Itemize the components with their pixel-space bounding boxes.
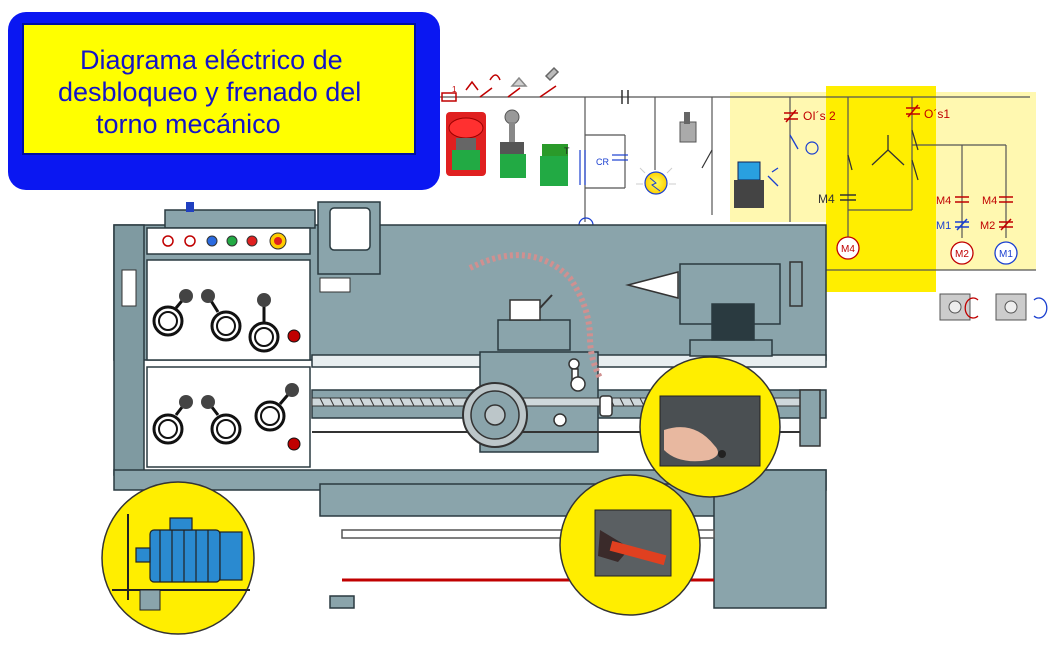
svg-text:M1: M1 [936, 220, 951, 232]
motor-m4-icon: M4 [836, 236, 860, 260]
overload-contact-2: OI´s 2 [784, 109, 836, 155]
transformer-label: T [564, 146, 570, 156]
tailstock-handle[interactable] [789, 261, 803, 307]
motor-m2-icon: M2 [950, 241, 974, 265]
svg-text:OI´s 2: OI´s 2 [803, 109, 836, 123]
contacts-m1-branch: M4 M2 [980, 195, 1013, 232]
end-bracket [799, 389, 821, 447]
overload-contact-1: O´s1 [906, 104, 950, 121]
carriage-levers[interactable] [553, 358, 613, 427]
svg-text:M4: M4 [982, 195, 997, 207]
fuse-symbol: 1 [441, 85, 457, 102]
push-button-icon[interactable] [540, 144, 568, 186]
capacitor-symbol [621, 90, 629, 104]
lamp-icon [636, 167, 676, 195]
detail-motor [101, 481, 255, 635]
toggle-switch-icon[interactable] [679, 112, 697, 143]
gear-knobs-upper [179, 289, 301, 343]
relay-coil-label: CR [596, 157, 609, 167]
svg-text:M4: M4 [841, 244, 855, 255]
tool-post-lever[interactable] [539, 294, 553, 309]
key-switch-icon[interactable] [500, 109, 526, 178]
coolant-hose [468, 252, 603, 380]
rotation-ccw-icon [939, 293, 979, 321]
emergency-stop-icon[interactable] [446, 112, 486, 176]
svg-text:O´s1: O´s1 [924, 107, 950, 121]
title-line-1: Diagrama eléctrico de [80, 45, 343, 75]
side-switch[interactable] [121, 269, 137, 307]
tool-post [509, 299, 541, 321]
panel-soft-right [936, 92, 1036, 270]
svg-text:M4: M4 [936, 195, 951, 207]
contacts-m2-branch: M4 M1 [936, 195, 969, 232]
button-contact-symbol [767, 167, 779, 187]
supply-wires [440, 96, 1036, 271]
svg-text:1: 1 [452, 85, 457, 94]
handwheel-icon[interactable] [462, 382, 528, 448]
switch-symbols [465, 66, 560, 98]
gear-knobs-lower [179, 383, 301, 451]
tailstock-center [625, 271, 679, 299]
detail-hand-lever [639, 356, 781, 498]
transformer-symbol [579, 150, 586, 185]
detail-foot-pedal [559, 474, 701, 616]
reversing-switch-symbol [847, 129, 919, 181]
title-line-2: desbloqueo y frenado del [58, 77, 362, 107]
svg-text:M1: M1 [999, 249, 1013, 260]
spindle-lever[interactable] [319, 277, 351, 293]
blue-push-button-icon[interactable] [734, 161, 764, 208]
svg-text:M2: M2 [980, 220, 995, 232]
panel-indicators [162, 232, 287, 250]
main-contactor-m4: M4 [818, 192, 856, 206]
panel-highlight [826, 86, 936, 292]
title-line-3: torno mecánico [96, 109, 281, 139]
relay-coil-symbol [612, 154, 628, 161]
svg-text:M2: M2 [955, 249, 969, 260]
motor-m1-icon: M1 [994, 241, 1018, 265]
title-panel: Diagrama eléctrico de desbloqueo y frena… [22, 23, 416, 155]
svg-text:M4: M4 [818, 192, 835, 206]
switch-contact [701, 149, 713, 169]
rotation-cw-icon [995, 293, 1048, 321]
